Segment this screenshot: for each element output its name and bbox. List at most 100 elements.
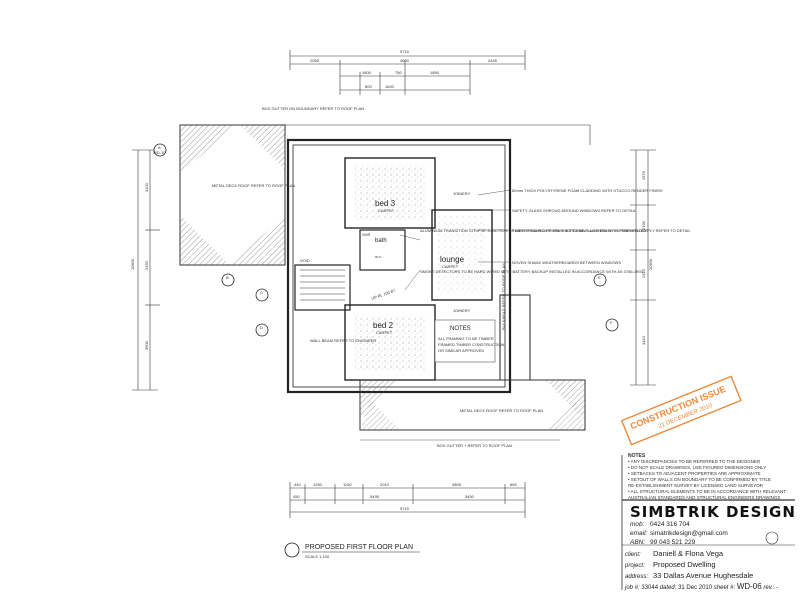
plan-title-marker [284,542,300,558]
dim-right-1: 2570 [641,170,646,180]
marker-b-letter: B [226,275,229,280]
note-screening: TIMBER FRAMED PRIVACY SCREENING ALIGNED … [512,228,691,233]
email-value: simatrikdesign@gmail.com [650,530,728,537]
dim-left-3: 3900 [144,340,149,350]
abn-value: 99 043 521 229 [650,539,696,546]
mob-label: mob: [630,521,645,528]
general-note-7: AUSTRALIAN STANDARDS AND STRUCTURAL ENGI… [628,495,781,500]
dim-left-2: 3150 [144,260,149,270]
dim-bot-5: 3805 [452,482,462,487]
dim-right-2: 2190 [641,220,646,230]
project-value: Proposed Dwelling [653,560,716,569]
marker-f-letter: F [610,320,613,325]
contact-block: mob: 0424 316 704 email:simatrikdesign@gm… [630,520,780,547]
bed2-floor [355,315,425,370]
stair-treads [300,269,345,301]
dim-right-4: 3410 [641,335,646,345]
section-marker-e [593,273,607,287]
joinery-top: JOINERY [453,191,471,196]
address-value: 33 Dallas Avenue Hughesdale [653,571,754,580]
mob-value: 0424 316 704 [650,521,690,528]
job-label: job #: [625,585,640,591]
section-marker-c [255,288,269,302]
note-bulkhead: BULKHEAD REFER TO ROOF PLAN [501,263,506,330]
room-bed3: bed 3 [375,199,396,208]
bed3-floor [355,165,425,220]
dim-bot2-3: 3450 [465,494,475,499]
metal-roof-bottom-label: METAL DECK ROOF REFER TO ROOF PLAN [460,408,543,413]
email-label: email: [630,530,648,537]
plan-scale: SCALE 1:100 [305,554,330,559]
left-dimensions [132,149,160,391]
room-lounge: lounge [440,255,465,264]
dated-value: 31 Dec 2010 [678,585,713,591]
marker-a-letter: A [158,145,161,150]
rev-value: - [776,585,779,591]
dim-top-overall: 9715 [400,49,410,54]
dim-left-1: 3100 [144,182,149,192]
inplan-notes [434,319,496,363]
right-dimensions [630,149,656,386]
client-label: client: [625,552,641,558]
dim-top-r3-2: 750 [395,70,402,75]
top-dimensions [289,50,526,95]
section-marker-f [605,318,619,332]
marker-e-letter: E [598,275,601,280]
general-note-5: RE-ESTABLISHMENT SURVEY BY LICENSED LAND… [628,483,764,488]
plan-title: PROPOSED FIRST FLOOR PLAN [305,544,413,551]
dim-bot-3: 1150 [343,482,352,487]
room-wc: w.c. [375,254,382,259]
general-notes-title: NOTES [628,453,646,459]
dim-bot2-2: 5495 [370,494,380,499]
construction-issue-stamp: CONSTRUCTION ISSUE 21 DECEMBER 2010 [620,375,742,446]
rev-label: rev.: [763,585,775,591]
section-marker-b [221,273,235,287]
dim-top-r4-1: 800 [365,84,372,89]
room-bed3-sub: CARPET [378,208,395,213]
note-flashing: NOVEN SHADE WEATHERBOARDS BETWEEN WINDOW… [512,260,621,265]
marker-a-sheet: WD-10 [153,150,166,155]
company-logo: SIMBTRIK DESIGN [630,503,796,521]
room-bath: bath [375,238,387,244]
inplan-notes-title: NOTES [450,326,471,332]
general-note-4: • SETOUT OF WALLS ON BOUNDARY TO BE CONF… [628,477,772,482]
joinery-bottom: JOINERY [453,308,471,313]
general-notes: NOTES • ANY DISCREPANCIES TO BE REFERRED… [628,453,793,501]
room-bed2: bed 2 [373,321,394,330]
dim-left-overall: 10600 [130,258,135,270]
abn-label: ABN: [630,539,646,546]
inplan-notes-line2: FRAMED TIMBER CONSTRUCTION [438,342,504,347]
bottom-dimensions [289,482,526,518]
dim-bot-4: 2010 [380,482,390,487]
roof-bottom [359,379,586,431]
dim-top-r2-1: 2065 [310,58,320,63]
project-label: project: [625,563,645,569]
dim-top-r2-2: 4600 [400,58,410,63]
dim-bot2-1: 450 [293,494,300,499]
dim-right-3: 2310 [641,268,646,278]
general-note-6: • ALL STRUCTURAL ELEMENTS TO BE IN ACCOR… [628,489,787,494]
inplan-notes-line3: OR SIMILAR APPROVED [438,348,484,353]
dim-top-r4-2: 1600 [385,84,395,89]
dim-bot-6: 865 [510,482,517,487]
address-label: address: [625,574,649,580]
general-note-3: • SETBACKS TO ADJACENT PROPERTIES ARE AP… [628,471,761,476]
dim-bot-2: 1250 [313,482,323,487]
note-smoke: SMOKE DETECTORS TO BE HARD WIRED WITH BA… [420,269,644,274]
inplan-notes-line1: ALL FRAMING TO BE TIMBER [438,336,494,341]
client-value: Daniell & Flona Vega [653,549,724,558]
section-marker-a [153,143,167,157]
note-aluminium: ALUMINIUM TRANSITION STRIP AT JUNCTION O… [420,228,648,233]
dim-top-r3-3: 1850 [430,70,440,75]
leader-lines [399,189,511,291]
note-cladding: 60mm THICK POLYSTYRENE FOAM CLADDING WIT… [512,188,663,193]
section-marker-d [255,323,269,337]
sheet-value: WD-06 [736,582,762,591]
room-lounge-sub: CARPET [442,264,459,269]
north-point-icon [765,531,779,545]
note-privacy: SAFETY GLASS SHROUD AROUND WINDOWS REFER… [512,208,637,213]
sheet-label: sheet #: [713,585,736,591]
dim-top-r2-3: 2445 [488,58,498,63]
marker-d-letter: D [260,325,263,330]
